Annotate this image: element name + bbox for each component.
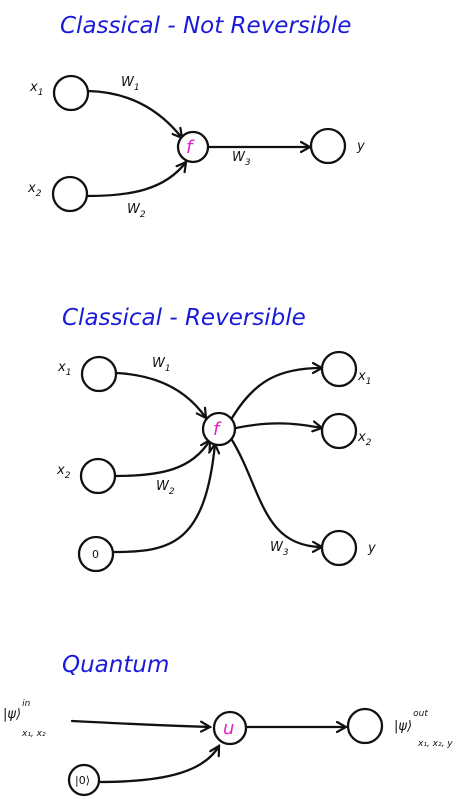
input-state-subscript: x₁, x₂ — [21, 729, 46, 739]
ancilla-label: |0⟩ — [75, 774, 90, 787]
input-label-x1-reversible: x1 — [57, 360, 71, 378]
weight-label-w3: W3 — [232, 150, 251, 168]
input-node-x1-reversible — [80, 355, 118, 393]
edge-zero-to-f — [111, 444, 215, 554]
output-node-x1 — [320, 350, 358, 388]
input-label-x2: x2 — [27, 181, 42, 199]
edge-f-to-y-out — [230, 438, 322, 547]
input-node-x1 — [52, 74, 90, 112]
zero-input-label: 0 — [92, 548, 99, 561]
section-title-quantum: Quantum — [62, 652, 169, 678]
output-node-x2 — [320, 412, 358, 450]
weight-label-w1-reversible: W1 — [152, 356, 171, 374]
function-node-f-reversible — [201, 411, 237, 447]
input-label-x1: x1 — [29, 80, 43, 98]
edge-x2-to-f-reversible — [113, 440, 210, 478]
section-title-classical-reversible: Classical - Reversible — [62, 305, 306, 331]
output-label-y: y — [356, 139, 365, 154]
function-label: f — [186, 137, 195, 158]
input-state-label: |ψ⟩ in — [3, 699, 31, 722]
output-label-x2: x2 — [357, 430, 372, 448]
weight-label-w3-reversible: W3 — [270, 540, 289, 558]
edge-psi-in-to-u — [70, 719, 210, 727]
operator-label: u — [223, 718, 234, 739]
section-title-classical-not-reversible: Classical - Not Reversible — [60, 13, 351, 39]
edge-x2-to-f — [86, 162, 186, 198]
input-node-x2 — [51, 175, 89, 213]
output-state-label: |ψ⟩ out — [394, 709, 428, 734]
edge-f-to-x2-out — [234, 423, 322, 428]
output-node-y-reversible — [320, 529, 358, 567]
weight-label-w2-reversible: W2 — [156, 479, 175, 497]
input-node-x2-reversible — [79, 457, 117, 495]
ancilla-node — [67, 763, 101, 797]
operator-node-u — [212, 710, 248, 746]
function-node-f — [176, 130, 210, 164]
output-label-y-reversible: y — [367, 541, 376, 556]
weight-label-w2: W2 — [127, 202, 146, 220]
input-node-zero — [77, 535, 115, 573]
output-label-x1: x1 — [357, 369, 371, 387]
output-node-psi-out — [346, 707, 384, 745]
edge-ancilla-to-u — [97, 746, 221, 784]
function-label-reversible: f — [213, 419, 222, 440]
edge-x1-to-f — [86, 89, 182, 138]
output-state-subscript: x₁, x₂, y — [417, 739, 453, 749]
weight-label-w1: W1 — [121, 75, 140, 93]
edge-f-to-x1-out — [230, 368, 322, 420]
edge-x1-to-f-reversible — [114, 371, 206, 418]
output-node-y — [309, 127, 347, 165]
input-label-x2-reversible: x2 — [56, 463, 71, 481]
